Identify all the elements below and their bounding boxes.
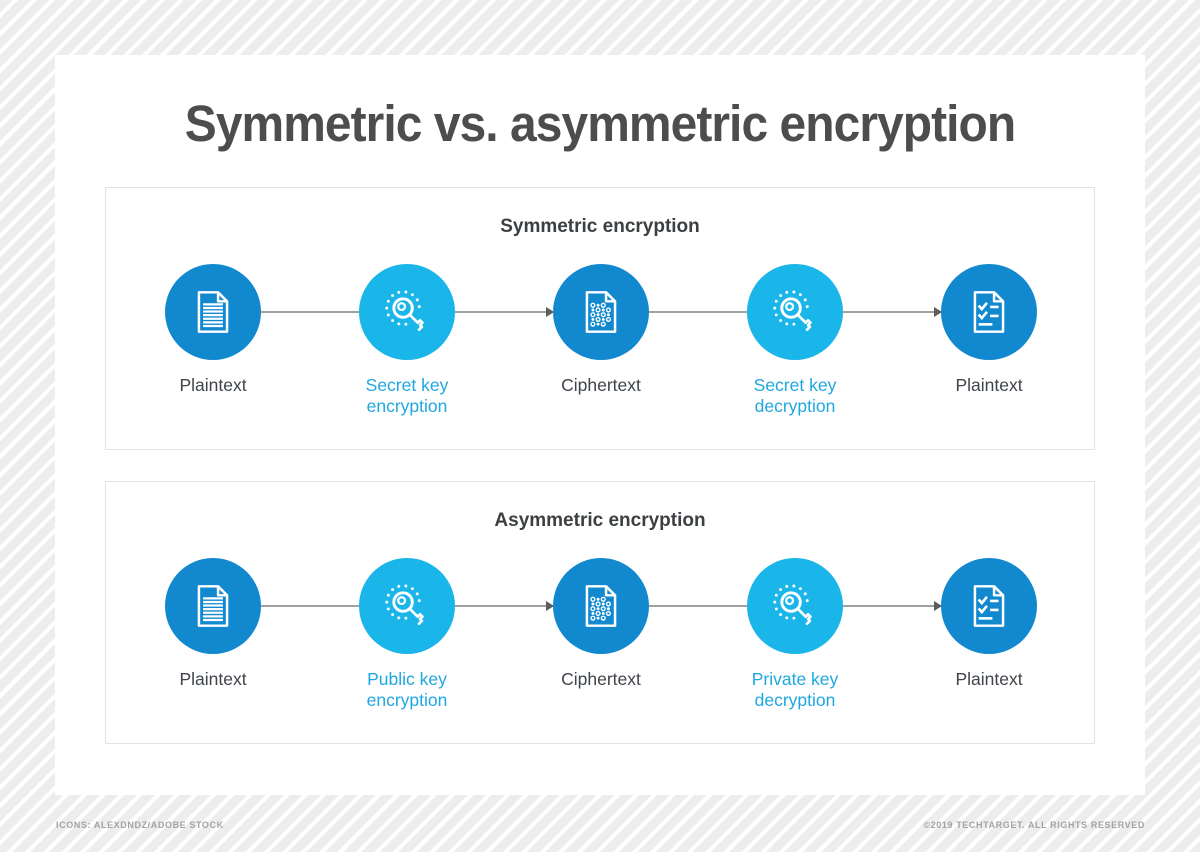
step-ciphertext: Ciphertext [526, 264, 676, 396]
step-label: Plaintext [179, 375, 247, 395]
connector-line [649, 605, 747, 607]
document-lines-icon [186, 285, 240, 339]
step-circle [359, 558, 455, 654]
connector-arrow [843, 307, 942, 316]
connector-arrow [455, 601, 554, 610]
step-plaintext-input: Plaintext [138, 264, 288, 396]
step-label: Plaintext [179, 669, 247, 689]
panel-title: Symmetric encryption [500, 216, 700, 237]
connector-arrow [843, 601, 942, 610]
document-binary-icon [574, 285, 628, 339]
step-plaintext-output: Plaintext [914, 558, 1064, 690]
step-circle [941, 558, 1037, 654]
step-secret-key-encryption: Secret key encryption [332, 264, 482, 417]
key-icon [768, 579, 822, 633]
step-circle [747, 264, 843, 360]
key-icon [768, 285, 822, 339]
step-ciphertext: Ciphertext [526, 558, 676, 690]
step-plaintext-input: Plaintext [138, 558, 288, 690]
step-label: Secret key encryption [365, 375, 449, 416]
step-plaintext-output: Plaintext [914, 264, 1064, 396]
document-check-icon [962, 285, 1016, 339]
step-circle [941, 264, 1037, 360]
key-icon [380, 285, 434, 339]
symmetric-encryption-panel: Symmetric encryption Plaintext Secret ke… [105, 187, 1095, 450]
step-circle [359, 264, 455, 360]
connector-line [261, 311, 359, 313]
step-circle [165, 264, 261, 360]
key-icon [380, 579, 434, 633]
step-label: Public key encryption [366, 669, 448, 710]
step-circle [165, 558, 261, 654]
step-circle [553, 558, 649, 654]
step-public-key-encryption: Public key encryption [332, 558, 482, 711]
step-label: Ciphertext [561, 669, 641, 689]
step-label: Plaintext [955, 375, 1023, 395]
document-binary-icon [574, 579, 628, 633]
step-label: Private key decryption [751, 669, 839, 710]
step-label: Plaintext [955, 669, 1023, 689]
icons-credit: ICONS: ALEXDNDZ/ADOBE STOCK [56, 820, 224, 830]
asymmetric-encryption-panel: Asymmetric encryption Plaintext Public k… [105, 481, 1095, 744]
panel-title: Asymmetric encryption [494, 510, 706, 531]
connector-arrow [455, 307, 554, 316]
page-title: Symmetric vs. asymmetric encryption [184, 95, 1016, 152]
document-check-icon [962, 579, 1016, 633]
step-label: Ciphertext [561, 375, 641, 395]
step-secret-key-decryption: Secret key decryption [720, 264, 870, 417]
step-circle [553, 264, 649, 360]
copyright-notice: ©2019 TECHTARGET. ALL RIGHTS RESERVED [923, 820, 1145, 830]
document-lines-icon [186, 579, 240, 633]
connector-line [261, 605, 359, 607]
step-circle [747, 558, 843, 654]
step-label: Secret key decryption [753, 375, 837, 416]
connector-line [649, 311, 747, 313]
step-private-key-decryption: Private key decryption [720, 558, 870, 711]
